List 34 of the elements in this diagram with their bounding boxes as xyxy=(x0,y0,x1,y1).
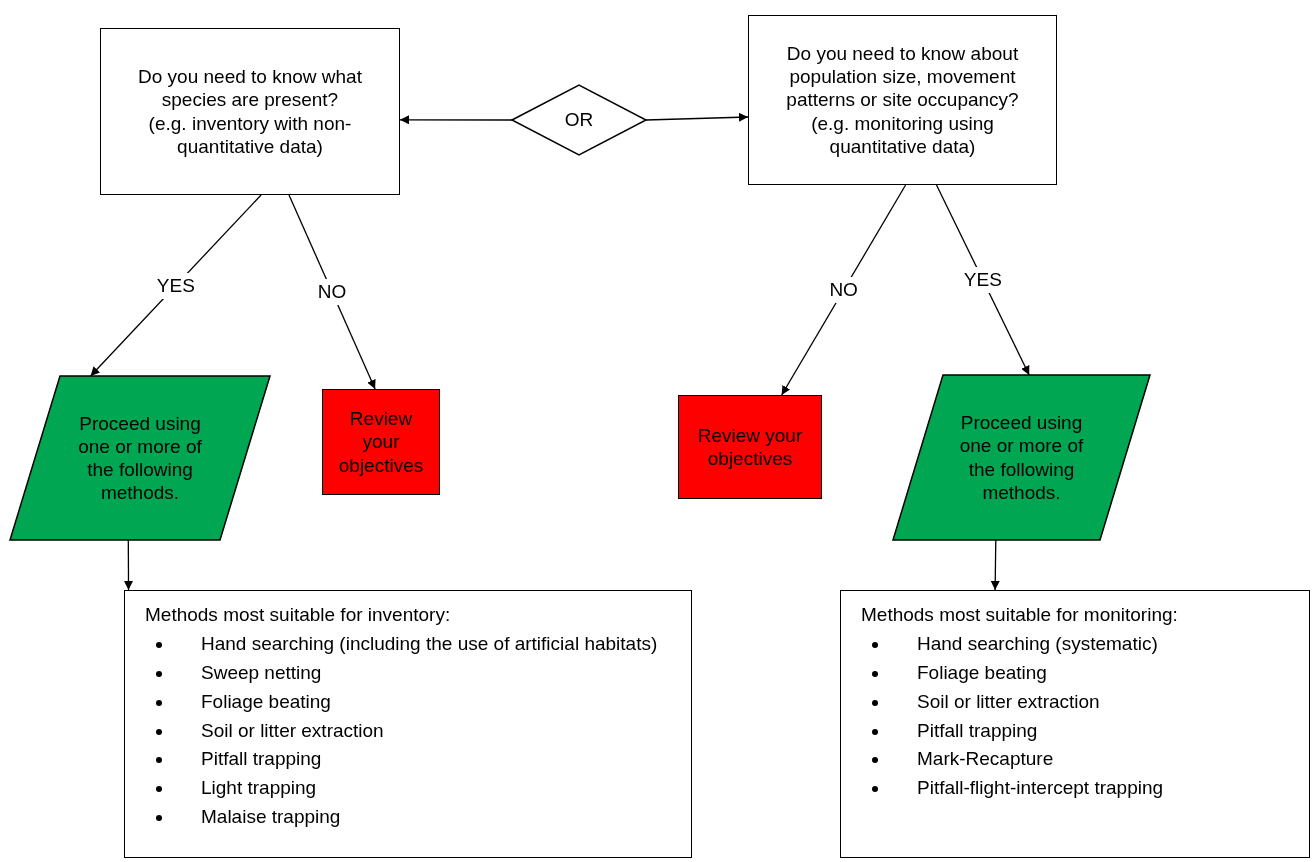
methods-box xyxy=(124,590,692,858)
list-item: Soil or litter extraction xyxy=(917,690,1100,712)
question-text: Do you need to know about population size, movement patterns or site occupancy? xyxy=(785,42,1020,112)
methods-box xyxy=(840,590,1310,858)
diamond-text: OR xyxy=(564,108,594,132)
box-text: Review your objectives xyxy=(338,407,424,477)
list-item: Mark-Recapture xyxy=(917,748,1054,770)
review-box xyxy=(322,389,440,495)
shape-text: Proceed using one or more of the following methods. xyxy=(958,411,1085,504)
list-item: Malaise trapping xyxy=(201,806,341,828)
list-item: Pitfall trapping xyxy=(201,748,322,770)
box-text: Review your objectives xyxy=(697,423,803,471)
question-box xyxy=(748,15,1057,185)
question-text: (e.g. inventory with non-quantitative data) xyxy=(147,111,353,158)
list-item: Hand searching (including the use of artificial habitats) xyxy=(201,632,658,654)
arrow xyxy=(124,539,133,591)
list-item: Soil or litter extraction xyxy=(201,719,384,741)
arrow xyxy=(399,115,513,125)
arrow xyxy=(645,112,749,122)
list-item: Hand searching (systematic) xyxy=(917,632,1158,654)
question-box xyxy=(100,28,400,195)
list-item: Light trapping xyxy=(201,777,317,799)
list-item: Sweep netting xyxy=(201,661,322,683)
list-item: Pitfall-flight-intercept trapping xyxy=(917,777,1164,799)
list-item: Foliage beating xyxy=(201,690,331,712)
question-text: Do you need to know what species are present? xyxy=(137,65,363,112)
list-item: Pitfall trapping xyxy=(917,719,1038,741)
list-heading: Methods most suitable for monitoring: xyxy=(861,603,1179,627)
list-item: Foliage beating xyxy=(917,661,1047,683)
question-text: (e.g. monitoring using quantitative data) xyxy=(810,111,995,158)
arrow xyxy=(990,539,1000,591)
list-heading: Methods most suitable for inventory: xyxy=(145,603,452,627)
review-box xyxy=(678,395,822,499)
shape-text: Proceed using one or more of the following methods. xyxy=(77,411,203,505)
